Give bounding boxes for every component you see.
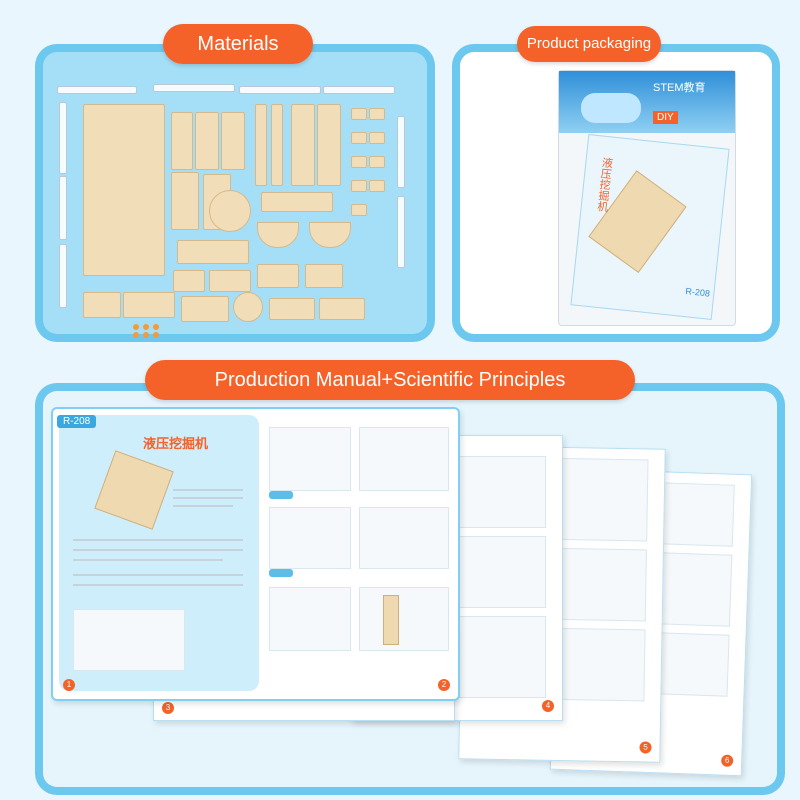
wood-piece	[177, 240, 249, 264]
package-tag: DIY	[653, 111, 678, 124]
wood-piece	[269, 298, 315, 320]
step-image	[359, 507, 449, 569]
page-number: 2	[438, 679, 450, 691]
wood-piece	[195, 112, 219, 170]
small-part	[351, 108, 367, 120]
package-box: 液压挖掘机 R-208	[570, 134, 730, 320]
wood-piece	[317, 104, 341, 186]
bucket-piece	[257, 222, 299, 248]
wood-piece	[305, 264, 343, 288]
wood-piece	[257, 264, 299, 288]
packaging-panel: STEM教育 DIY 液压挖掘机 R-208	[452, 44, 780, 342]
packaging-label: Product packaging	[517, 26, 661, 62]
step-image	[269, 427, 351, 491]
manual-front-spread: R-208 液压挖掘机 1 2	[51, 407, 460, 701]
step-image	[269, 507, 351, 569]
materials-photo	[43, 52, 427, 338]
manual-label: Production Manual+Scientific Principles	[145, 360, 635, 400]
materials-panel	[35, 44, 435, 342]
step-image	[269, 587, 351, 651]
page-number: 6	[720, 754, 734, 767]
package-bag: STEM教育 DIY 液压挖掘机 R-208	[558, 70, 736, 326]
page-number: 3	[162, 702, 174, 714]
fastener	[153, 324, 159, 330]
wood-disc	[233, 292, 263, 322]
fastener	[153, 332, 159, 338]
step-image	[359, 587, 449, 651]
page-number: 4	[542, 700, 554, 712]
package-logo	[581, 93, 641, 123]
small-part	[369, 180, 385, 192]
wood-piece	[83, 292, 121, 318]
text-line	[173, 497, 243, 499]
step-label	[269, 491, 293, 499]
package-brand: STEM教育	[653, 82, 706, 94]
syringe	[59, 176, 67, 240]
wood-piece	[173, 270, 205, 292]
fastener	[133, 324, 139, 330]
manual-panel: 6 5 4 3 R-208 液压挖掘机	[35, 383, 785, 795]
wood-piece	[291, 104, 315, 186]
wood-disc	[209, 190, 251, 232]
wood-piece	[221, 112, 245, 170]
wood-piece	[171, 172, 199, 230]
syringe	[239, 86, 321, 94]
bucket-piece	[309, 222, 351, 248]
wood-piece	[209, 270, 251, 292]
text-line	[173, 489, 243, 491]
package-header: STEM教育 DIY	[559, 71, 735, 133]
wood-piece	[261, 192, 333, 212]
manual-photo: 6 5 4 3 R-208 液压挖掘机	[43, 391, 777, 787]
text-line	[173, 505, 233, 507]
wood-piece	[181, 296, 229, 322]
box-model: R-208	[684, 286, 711, 299]
small-part	[351, 204, 367, 216]
syringe	[397, 196, 405, 268]
manual-title: 液压挖掘机	[143, 436, 209, 451]
small-part	[369, 156, 385, 168]
syringe	[57, 86, 137, 94]
small-part	[369, 132, 385, 144]
small-part	[351, 180, 367, 192]
manual-model: R-208	[57, 415, 97, 428]
page-number: 5	[639, 741, 652, 754]
syringe	[59, 102, 67, 174]
syringe	[153, 84, 235, 92]
small-part	[351, 156, 367, 168]
text-line	[73, 584, 243, 586]
small-part	[351, 132, 367, 144]
wood-piece	[123, 292, 175, 318]
packaging-photo: STEM教育 DIY 液压挖掘机 R-208	[460, 52, 772, 334]
syringe	[397, 116, 405, 188]
text-line	[73, 574, 243, 576]
fastener	[143, 332, 149, 338]
parts-diagram	[73, 609, 185, 671]
page-number: 1	[63, 679, 75, 691]
text-line	[73, 559, 223, 561]
text-line	[73, 539, 243, 541]
wood-piece	[255, 104, 267, 186]
syringe	[59, 244, 67, 308]
wood-piece	[271, 104, 283, 186]
text-line	[73, 549, 243, 551]
wood-piece	[171, 112, 193, 170]
step-label	[269, 569, 293, 577]
materials-label: Materials	[163, 24, 313, 64]
wood-piece	[319, 298, 365, 320]
fastener	[143, 324, 149, 330]
step-image	[359, 427, 449, 491]
base-board	[83, 104, 165, 276]
wood-part-photo	[383, 595, 399, 645]
small-part	[369, 108, 385, 120]
syringe	[323, 86, 395, 94]
fastener	[133, 332, 139, 338]
